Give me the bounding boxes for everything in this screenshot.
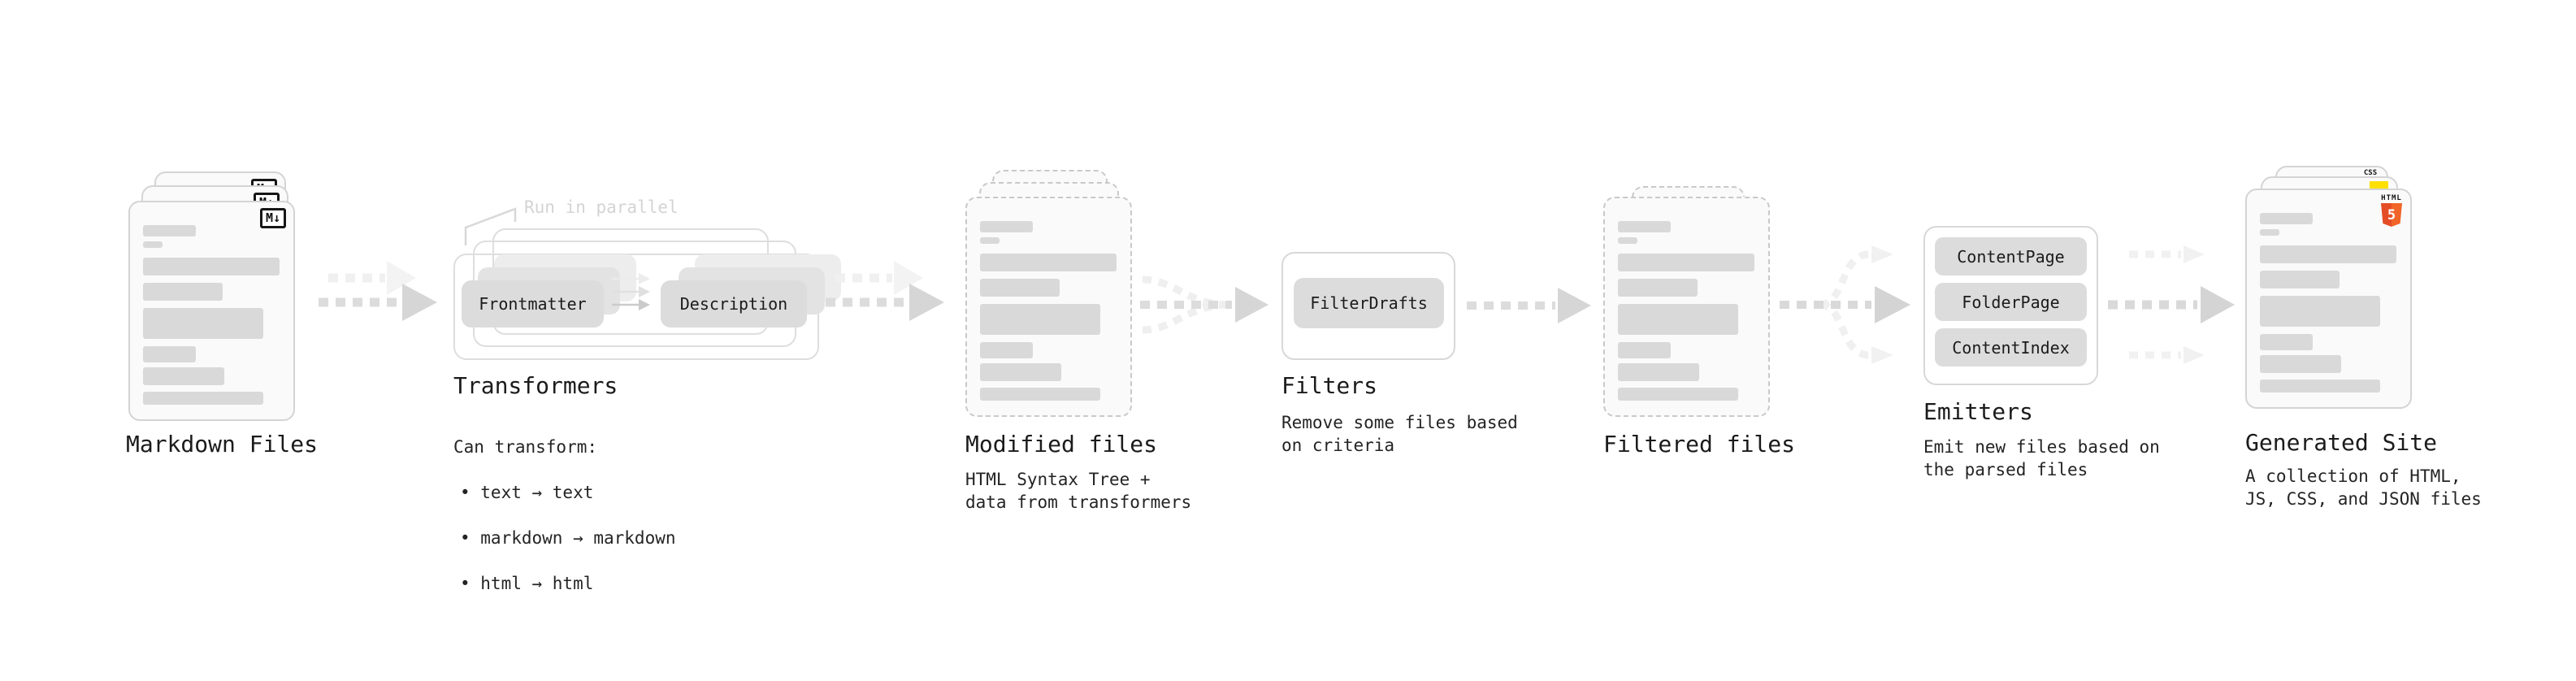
- text-placeholder-bar: [143, 225, 196, 236]
- text-placeholder-bar: [1618, 304, 1738, 335]
- filters-description: Remove some files based on criteria: [1281, 413, 1518, 455]
- transformers-bullet: • markdown → markdown: [460, 528, 676, 548]
- text-placeholder-bar: [980, 279, 1060, 297]
- emitter-box-folderpage: FolderPage: [1935, 283, 2087, 321]
- html5-icon: HTML 5: [2379, 194, 2404, 227]
- transformers-bullet: • html → html: [460, 574, 594, 593]
- flow-arrow-filtered-to-emitters: [1780, 245, 1910, 364]
- flow-arrow-modified-to-filters: [1140, 275, 1268, 334]
- markdown-icon: M↓: [259, 208, 286, 228]
- text-placeholder-bar: [143, 308, 263, 339]
- transformers-bullet: • text → text: [460, 483, 594, 502]
- text-placeholder-bar: [980, 304, 1100, 335]
- emitters-description: Emit new files based on the parsed files: [1923, 437, 2160, 479]
- text-placeholder-bar: [1618, 388, 1738, 401]
- text-placeholder-bar: [143, 283, 223, 301]
- text-placeholder-bar: [980, 254, 1117, 271]
- text-placeholder-bars: [967, 198, 1130, 401]
- transformers-desc-intro: Can transform:: [453, 437, 598, 457]
- text-placeholder-bar: [1618, 279, 1698, 297]
- text-placeholder-bar: [2260, 334, 2313, 350]
- text-placeholder-bar: [980, 342, 1033, 358]
- text-placeholder-bar: [980, 363, 1061, 381]
- text-placeholder-bar: [143, 241, 163, 248]
- text-placeholder-bar: [980, 388, 1100, 401]
- text-placeholder-bar: [143, 367, 224, 385]
- text-placeholder-bar: [980, 237, 1000, 244]
- stage-label-generated-site: Generated Site: [2245, 429, 2438, 456]
- stage-label-filters: Filters: [1281, 372, 1378, 399]
- note-leader-line: [464, 207, 517, 245]
- filter-box: FilterDrafts: [1294, 278, 1444, 328]
- transformer-target-box: Description: [661, 280, 807, 327]
- text-placeholder-bar: [1618, 237, 1637, 244]
- text-placeholder-bar: [143, 392, 263, 405]
- text-placeholder-bar: [1618, 254, 1754, 271]
- file-card-front: [1603, 197, 1770, 417]
- flow-arrow-emitters-to-site: [2108, 245, 2235, 364]
- flow-arrow-md-to-transformers: [319, 261, 437, 321]
- transformers-description: Can transform: • text → text • markdown …: [453, 413, 676, 618]
- emitter-box-contentindex: ContentIndex: [1935, 328, 2087, 367]
- stage-label-modified-files: Modified files: [965, 431, 1158, 458]
- stage-label-transformers: Transformers: [453, 372, 618, 399]
- text-placeholder-bar: [2260, 271, 2340, 288]
- text-placeholder-bar: [2260, 229, 2279, 236]
- file-card-front: [965, 197, 1132, 417]
- transformer-source-box: Frontmatter: [462, 280, 604, 327]
- text-placeholder-bar: [2260, 355, 2341, 373]
- flow-arrow-filters-to-filtered: [1467, 288, 1591, 323]
- run-in-parallel-note: Run in parallel: [524, 197, 679, 217]
- stage-label-filtered-files: Filtered files: [1603, 431, 1796, 458]
- text-placeholder-bar: [1618, 363, 1699, 381]
- text-placeholder-bar: [143, 346, 196, 362]
- file-card-front: M↓: [128, 201, 295, 421]
- file-card-front: HTML 5: [2245, 189, 2412, 409]
- text-placeholder-bar: [1618, 221, 1671, 232]
- text-placeholder-bar: [980, 221, 1033, 232]
- stage-label-markdown-files: Markdown Files: [126, 431, 319, 458]
- mini-transform-arrows: [612, 273, 650, 310]
- modified-files-description: HTML Syntax Tree + data from transformer…: [965, 470, 1192, 512]
- text-placeholder-bar: [2260, 296, 2380, 327]
- text-placeholder-bar: [143, 258, 280, 275]
- stage-label-emitters: Emitters: [1923, 398, 2033, 425]
- text-placeholder-bar: [2260, 380, 2380, 393]
- text-placeholder-bar: [2260, 213, 2313, 224]
- flow-arrow-transformers-to-modified: [826, 261, 944, 321]
- text-placeholder-bars: [130, 202, 293, 405]
- emitter-box-contentpage: ContentPage: [1935, 237, 2087, 275]
- generated-site-description: A collection of HTML, JS, CSS, and JSON …: [2245, 466, 2482, 509]
- text-placeholder-bar: [2260, 245, 2396, 263]
- text-placeholder-bar: [1618, 342, 1671, 358]
- text-placeholder-bars: [2247, 190, 2410, 393]
- text-placeholder-bars: [1605, 198, 1768, 401]
